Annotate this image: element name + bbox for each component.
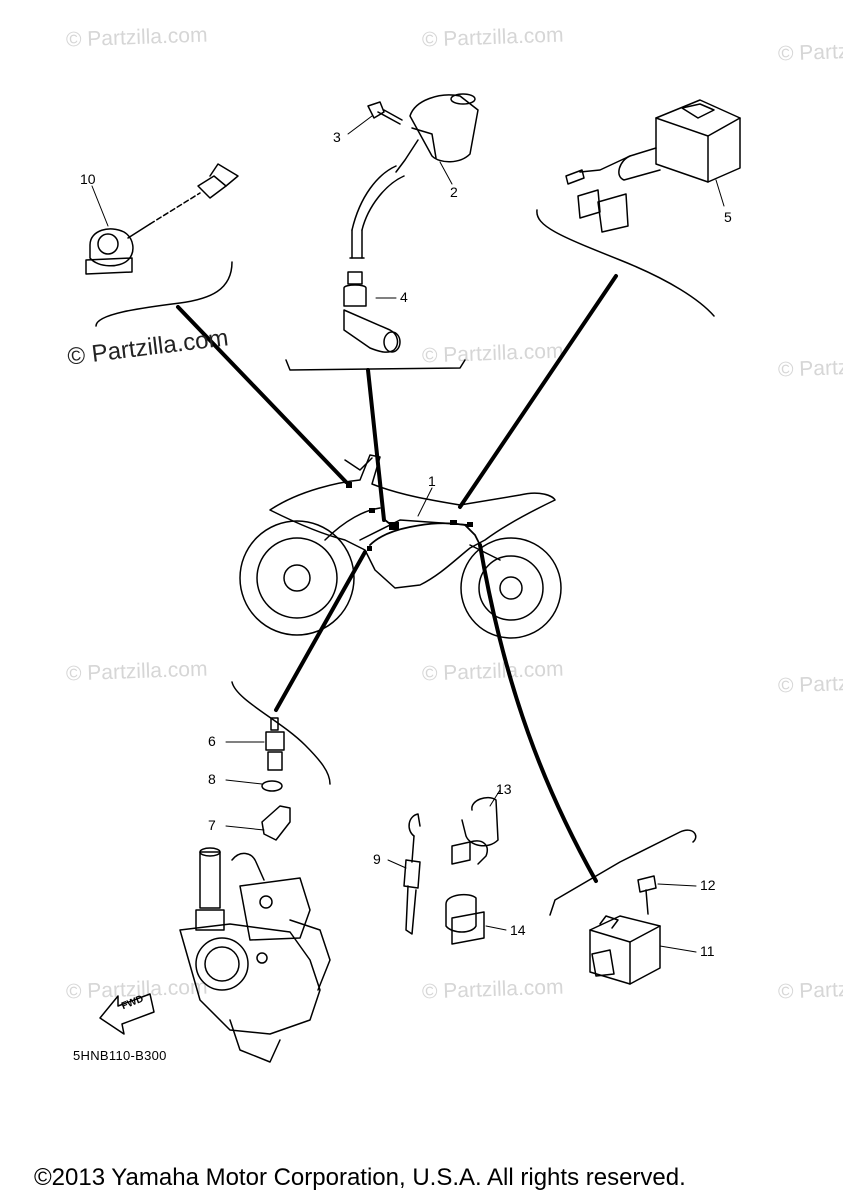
part-14-clamp [445,893,485,945]
wire-harness-illustration [369,519,481,546]
motorcycle-illustration [239,454,562,639]
part-5-cdi-unit [565,99,741,233]
callout-4: 4 [400,289,408,305]
part-11-regulator [589,915,661,985]
copyright-text: ©2013 Yamaha Motor Corporation, U.S.A. A… [34,1164,686,1191]
diagram-code: 5HNB110-B300 [73,1048,167,1063]
callout-9: 9 [373,851,381,867]
callout-13: 13 [496,781,512,797]
callout-5: 5 [724,209,732,225]
part-10-sensor [85,163,239,275]
fwd-arrow-icon [99,993,155,1035]
callout-10: 10 [80,171,96,187]
callout-2: 2 [450,184,458,200]
part-2-ignition-coil [349,93,479,259]
callout-14: 14 [510,922,526,938]
part-4-spark-plug-cap [343,271,401,353]
part-13-clamp [451,796,499,865]
part-8-washer [261,780,283,792]
callout-11: 11 [700,943,715,959]
callout-12: 12 [700,877,716,893]
part-9-cable-tie [403,813,421,935]
callout-8: 8 [208,771,216,787]
callout-1: 1 [428,473,436,489]
callout-3: 3 [333,129,341,145]
part-6-spark-plug [265,717,285,771]
callout-7: 7 [208,817,216,833]
part-3-bolt [367,101,403,125]
part-7-bracket [261,805,291,841]
part-12-bolt [637,875,657,915]
carburetor-illustration [179,847,331,1063]
callout-6: 6 [208,733,216,749]
